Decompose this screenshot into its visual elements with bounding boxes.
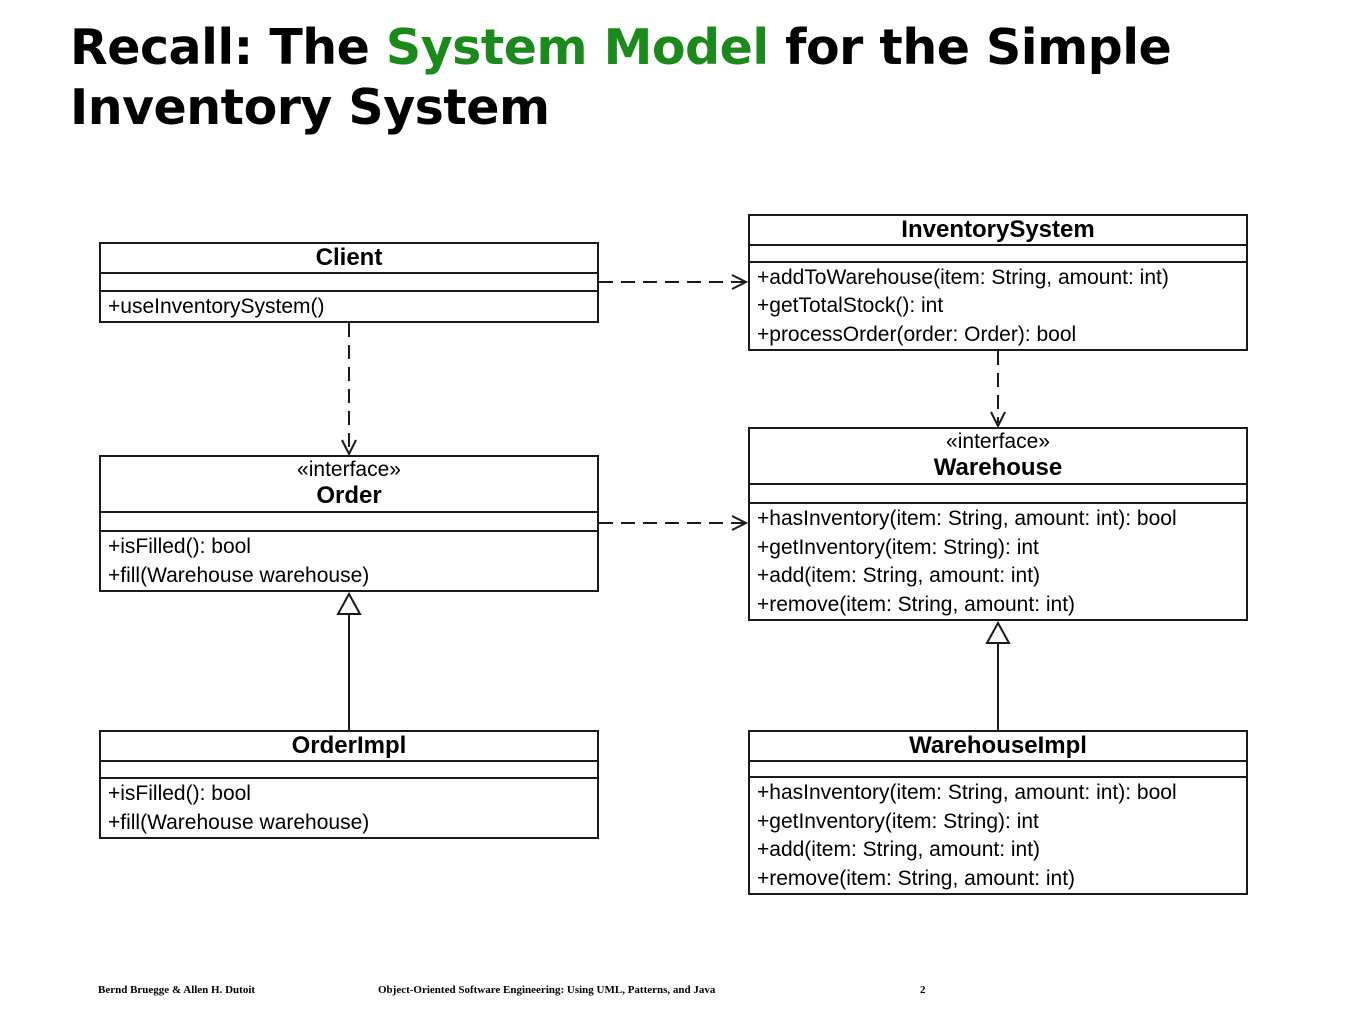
class-name: Client: [315, 244, 383, 271]
footer-authors: Bernd Bruegge & Allen H. Dutoit: [98, 984, 256, 996]
attribute-compartment: [750, 246, 1246, 263]
attribute-compartment: [101, 762, 597, 779]
warehouse-interface: «interface» Warehouse +hasInventory(item…: [748, 427, 1248, 621]
operation: +getInventory(item: String): int: [757, 535, 1039, 559]
operation: +fill(Warehouse warehouse): [108, 563, 370, 587]
order-interface: «interface» Order +isFilled(): bool +fil…: [99, 455, 599, 592]
stereotype-label: «interface»: [297, 458, 401, 482]
operation: +fill(Warehouse warehouse): [108, 810, 370, 834]
dependency-inventorysystem-to-warehouse: [990, 351, 1006, 429]
stereotype-label: «interface»: [946, 430, 1050, 454]
operation: +isFilled(): bool: [108, 535, 251, 558]
inventorysystem-class: InventorySystem +addToWarehouse(item: St…: [748, 214, 1248, 351]
operation-compartment: +isFilled(): bool +fill(Warehouse wareho…: [101, 532, 597, 590]
title-line2: Inventory System: [70, 79, 550, 136]
operation: +remove(item: String, amount: int): [757, 866, 1076, 890]
operation-compartment: +hasInventory(item: String, amount: int)…: [750, 778, 1246, 893]
attribute-compartment: [101, 274, 597, 292]
operation-compartment: +isFilled(): bool +fill(Warehouse wareho…: [101, 779, 597, 837]
class-name-compartment: WarehouseImpl: [750, 732, 1246, 762]
footer-page-number: 2: [920, 984, 926, 996]
attribute-compartment: [750, 485, 1246, 504]
operation-compartment: +useInventorySystem(): [101, 292, 597, 322]
class-name-compartment: «interface» Order: [101, 457, 597, 513]
realization-orderimpl-to-order: [336, 591, 362, 730]
operation-compartment: +addToWarehouse(item: String, amount: in…: [750, 263, 1246, 350]
operation: +hasInventory(item: String, amount: int)…: [757, 781, 1177, 804]
attribute-compartment: [101, 513, 597, 532]
dependency-order-to-warehouse: [599, 515, 749, 531]
operation: +getInventory(item: String): int: [757, 809, 1039, 833]
orderimpl-class: OrderImpl +isFilled(): bool +fill(Wareho…: [99, 730, 599, 839]
class-name-compartment: InventorySystem: [750, 216, 1246, 246]
title-part2: for the Simple: [768, 19, 1172, 76]
class-name: Order: [316, 482, 382, 510]
attribute-compartment: [750, 762, 1246, 778]
class-name-compartment: Client: [101, 244, 597, 274]
operation: +isFilled(): bool: [108, 782, 251, 805]
operation: +useInventorySystem(): [108, 294, 325, 318]
operation: +remove(item: String, amount: int): [757, 592, 1076, 616]
client-class: Client +useInventorySystem(): [99, 242, 599, 323]
operation: +hasInventory(item: String, amount: int)…: [757, 507, 1177, 530]
operation-compartment: +hasInventory(item: String, amount: int)…: [750, 504, 1246, 619]
warehouseimpl-class: WarehouseImpl +hasInventory(item: String…: [748, 730, 1248, 895]
title-part1: Recall: The: [70, 19, 386, 76]
class-name-compartment: «interface» Warehouse: [750, 429, 1246, 485]
realization-warehouseimpl-to-warehouse: [985, 620, 1011, 730]
operation: +processOrder(order: Order): bool: [757, 322, 1077, 346]
class-name: WarehouseImpl: [909, 732, 1087, 759]
class-name: InventorySystem: [901, 216, 1095, 243]
title-accent: System Model: [385, 19, 769, 76]
footer-book-title: Object-Oriented Software Engineering: Us…: [378, 984, 716, 996]
operation: +add(item: String, amount: int): [757, 564, 1041, 587]
operation: +getTotalStock(): int: [757, 294, 944, 317]
operation: +add(item: String, amount: int): [757, 838, 1041, 861]
class-name: Warehouse: [933, 454, 1063, 482]
class-name: OrderImpl: [291, 732, 407, 759]
operation: +addToWarehouse(item: String, amount: in…: [757, 265, 1169, 289]
dependency-client-to-order: [341, 323, 357, 457]
class-name-compartment: OrderImpl: [101, 732, 597, 762]
dependency-client-to-inventorysystem: [599, 274, 749, 290]
